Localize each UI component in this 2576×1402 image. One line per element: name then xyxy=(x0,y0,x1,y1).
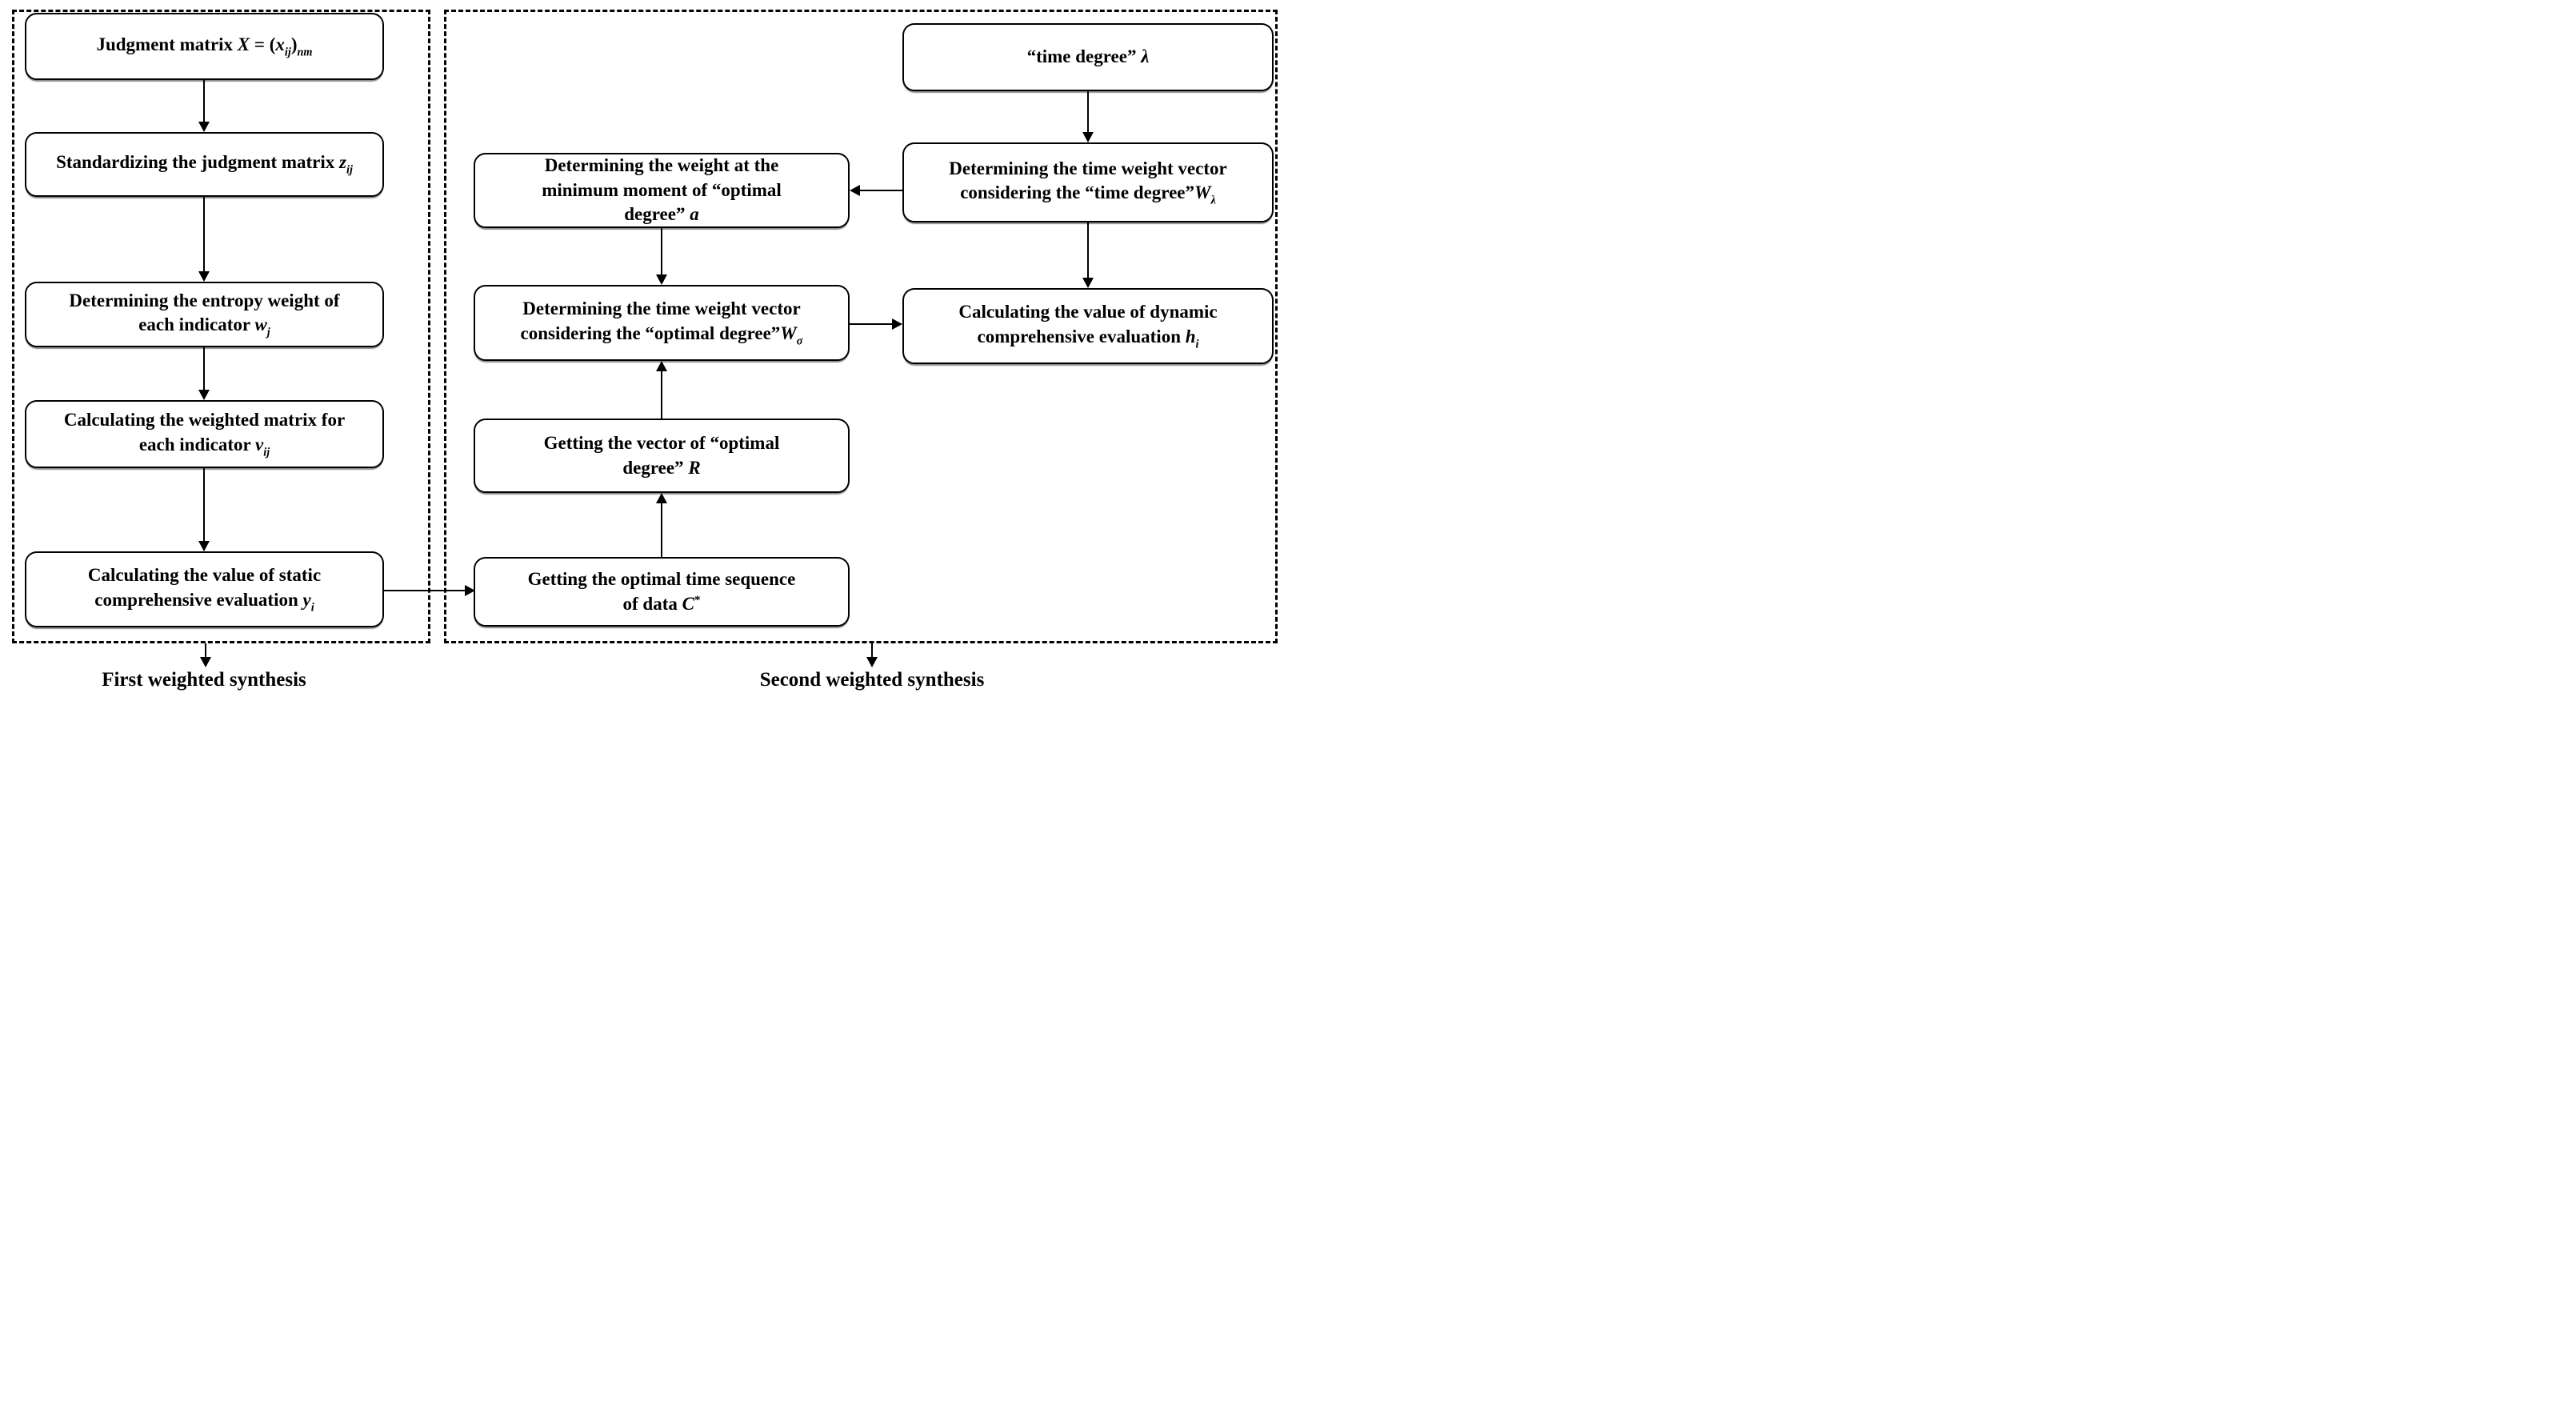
arrow-optimal-weight-to-dynamic xyxy=(850,318,902,330)
first-synthesis-label: First weighted synthesis xyxy=(102,669,306,691)
arrow-weighted-to-static xyxy=(198,468,210,551)
box-judgment-matrix: Judgment matrix X = (xij)nm xyxy=(25,13,384,80)
arrow-optimal-vector-to-optimal-weight xyxy=(656,361,667,419)
arrow-time-weight-to-dynamic xyxy=(1082,222,1094,288)
arrow-time-degree-to-time-weight xyxy=(1082,91,1094,142)
arrow-first-panel-output xyxy=(200,643,211,667)
box-standardizing-matrix-text: Standardizing the judgment matrix zij xyxy=(56,152,353,177)
arrow-time-weight-to-min-moment xyxy=(850,185,902,196)
arrow-standardizing-to-entropy xyxy=(198,197,210,282)
arrow-entropy-to-weighted xyxy=(198,347,210,400)
flowchart-figure: Judgment matrix X = (xij)nm Standardizin… xyxy=(0,0,1288,701)
arrow-static-to-optimal-sequence xyxy=(384,585,475,596)
arrow-optimal-sequence-to-optimal-vector xyxy=(656,493,667,557)
box-judgment-matrix-text: Judgment matrix X = (xij)nm xyxy=(96,34,313,59)
arrow-judgment-to-standardizing xyxy=(198,80,210,132)
first-synthesis-panel xyxy=(12,10,430,643)
arrow-min-moment-to-optimal-weight xyxy=(656,228,667,285)
box-time-degree: “time degree” λ xyxy=(902,23,1274,91)
box-standardizing-matrix: Standardizing the judgment matrix zij xyxy=(25,132,384,197)
box-time-degree-text: “time degree” λ xyxy=(1026,46,1150,67)
arrow-second-panel-output xyxy=(866,643,878,667)
second-synthesis-panel xyxy=(444,10,1278,643)
second-synthesis-label: Second weighted synthesis xyxy=(759,669,985,691)
